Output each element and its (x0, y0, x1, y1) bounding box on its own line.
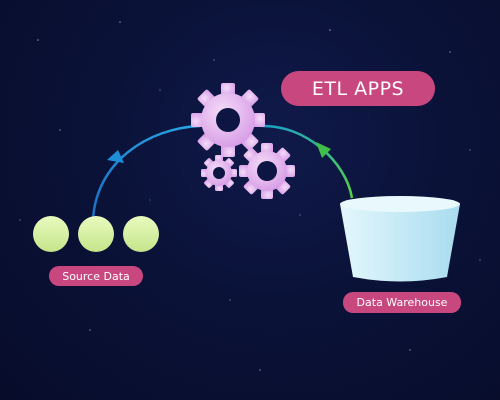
source-data-dot (78, 216, 114, 252)
arrow-icon (261, 124, 354, 199)
source-data-dot (33, 216, 69, 252)
data-warehouse-label: Data Warehouse (343, 292, 461, 313)
gear-icon (239, 143, 295, 199)
container-icon (340, 196, 460, 282)
gear-icon (201, 155, 237, 191)
arrow-icon (91, 124, 201, 221)
gear-icon (191, 83, 265, 157)
source-data-dot (123, 216, 159, 252)
star-field (19, 21, 481, 371)
source-data-label: Source Data (49, 266, 143, 286)
page-title: ETL APPS (281, 71, 435, 106)
